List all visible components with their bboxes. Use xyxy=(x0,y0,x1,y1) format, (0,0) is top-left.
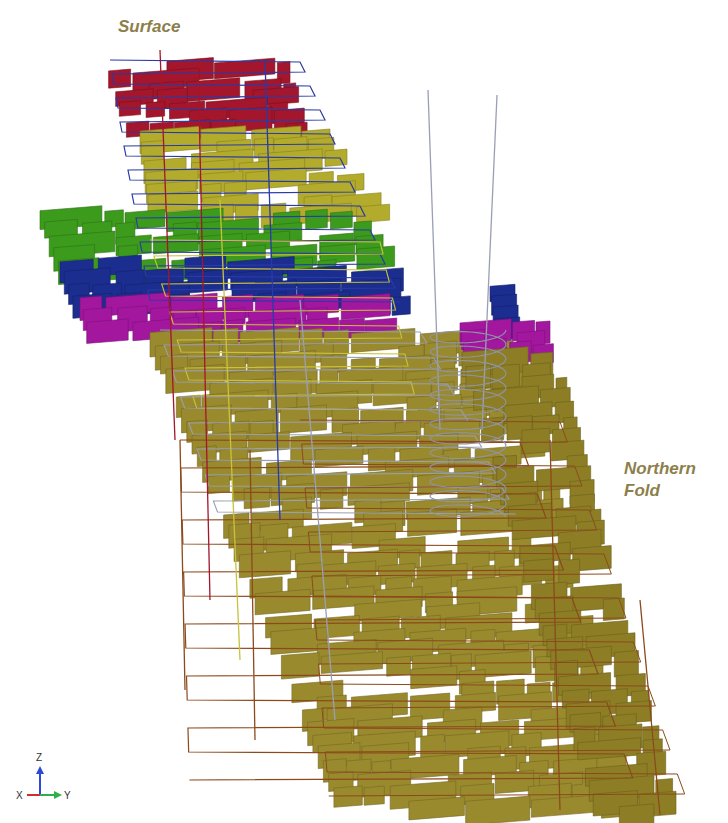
ore-slab xyxy=(239,551,290,578)
ore-slab xyxy=(109,69,131,88)
drill-trace xyxy=(265,60,280,520)
ore-slab xyxy=(466,796,530,823)
drill-trace xyxy=(250,450,255,740)
ore-slab xyxy=(614,651,638,678)
ore-slab xyxy=(409,797,465,820)
axis-label: Y xyxy=(64,790,74,801)
ore-slab xyxy=(334,786,362,808)
drill-trace xyxy=(198,60,210,600)
ore-slab xyxy=(603,598,624,621)
ore-slab xyxy=(387,656,411,676)
ore-slab xyxy=(522,428,550,454)
ore-slab xyxy=(187,78,240,102)
ore-slab xyxy=(87,319,129,344)
ore-slab xyxy=(306,209,328,229)
ore-slab xyxy=(357,204,390,223)
drill-trace xyxy=(220,200,240,660)
ore-slab xyxy=(578,738,641,760)
drill-trace xyxy=(150,240,417,410)
ore-slab xyxy=(320,488,343,509)
ore-slab xyxy=(246,168,307,190)
axis-triad xyxy=(27,766,62,799)
drill-trace xyxy=(550,440,560,810)
drill-wireframes xyxy=(110,50,685,815)
ore-slab xyxy=(255,589,310,615)
ore-slab xyxy=(244,487,269,509)
ore-slab xyxy=(208,475,230,494)
ore-slab xyxy=(619,804,654,823)
ore-slab xyxy=(331,211,353,229)
ore-slab xyxy=(153,234,198,254)
drill-trace xyxy=(640,600,660,815)
ore-slab xyxy=(559,559,580,584)
drill-trace xyxy=(180,440,185,690)
axis-label: X xyxy=(16,790,26,801)
drill-trace xyxy=(160,50,175,440)
ore-slab xyxy=(495,770,533,793)
ore-slab xyxy=(357,246,395,269)
drill-trace xyxy=(300,300,335,720)
ore-slab xyxy=(492,364,519,389)
drill-trace xyxy=(430,330,506,517)
surface-label: Surface xyxy=(118,16,208,38)
axis-label: Z xyxy=(36,752,48,763)
zone-label: Northern Fold xyxy=(624,458,714,502)
ore-slab xyxy=(531,795,596,817)
drill-trace xyxy=(110,60,400,302)
drill-trace xyxy=(428,90,440,430)
